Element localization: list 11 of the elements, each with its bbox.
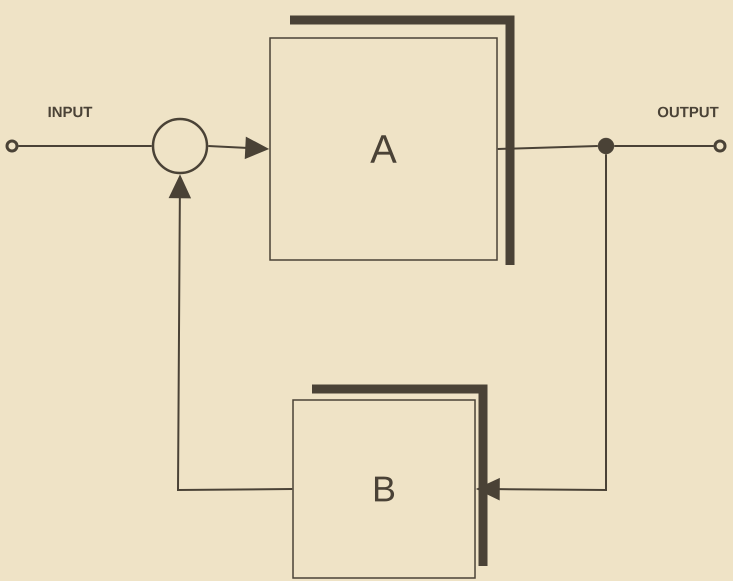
junction-dot [598, 138, 614, 154]
terminal-label: INPUT [48, 106, 92, 118]
block-box: B [292, 384, 488, 579]
block-box: A [269, 15, 514, 265]
connector-line [614, 145, 714, 147]
connector-line [498, 145, 598, 150]
summing-circle [152, 118, 208, 174]
terminal-label: OUTPUT [658, 106, 719, 118]
connector-line [18, 145, 152, 147]
terminal-circle [6, 140, 18, 152]
terminal-circle [714, 140, 726, 152]
